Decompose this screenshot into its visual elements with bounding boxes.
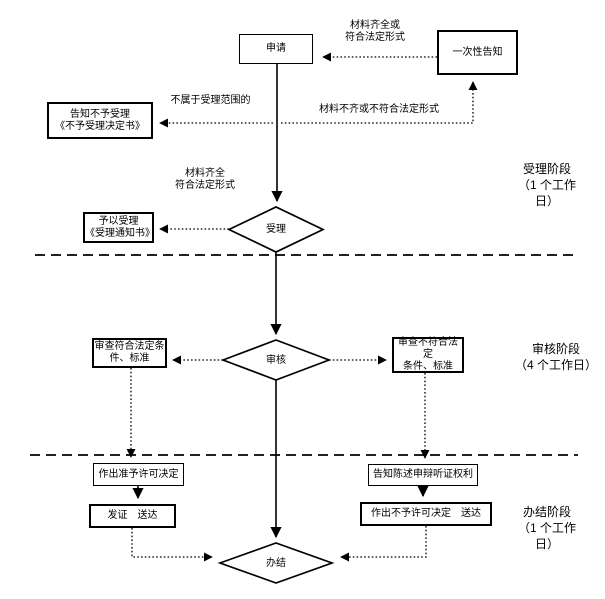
complete-label: 办结 [266, 557, 286, 569]
stage-label-complete: 办结阶段 （1 个工作 日） [517, 505, 576, 551]
inform-rights-box: 告知陈述申辩听证权利 [368, 464, 478, 486]
stage-label-review: 审核阶段 （4 个工作日） [514, 342, 597, 372]
issue-deliver-box: 发证 送达 [89, 504, 176, 528]
stage-label-accept: 受理阶段 （1 个工作 日） [517, 162, 576, 208]
reject-notice-box: 告知不予受理 《不予受理决定书》 [47, 102, 153, 139]
review-pass-box: 审查符合法定条 件、标准 [92, 338, 167, 368]
grant-decision-box: 作出准予许可决定 [93, 463, 184, 486]
edge-issue-to-complete [131, 528, 213, 562]
one-time-notice-box: 一次性告知 [437, 30, 518, 75]
accept-decision-diamond [227, 206, 325, 253]
edge-to-one-time-notice [281, 81, 478, 124]
edge-label-not-in-scope: 不属于受理范围的 [170, 95, 251, 106]
edge-label-complete-form-mid: 材料齐全 符合法定形式 [175, 168, 235, 191]
accept-notice-box: 予以受理 《受理通知书》 [83, 212, 155, 243]
deny-deliver-box: 作出不予许可决定 送达 [360, 502, 492, 526]
edge-label-complete-form-top: 材料齐全或 符合法定形式 [345, 20, 405, 43]
complete-diamond [217, 542, 335, 584]
edge-label-incomplete-form: 材料不齐或不符合法定形式 [319, 104, 439, 115]
accept-decision-label: 受理 [266, 223, 286, 235]
edge-deny-to-complete [340, 526, 427, 562]
review-decision-label: 审核 [266, 354, 286, 366]
apply-box: 申请 [239, 34, 313, 64]
review-fail-box: 审查不符合法定 条件、标准 [392, 337, 464, 373]
review-decision-diamond [220, 339, 332, 381]
